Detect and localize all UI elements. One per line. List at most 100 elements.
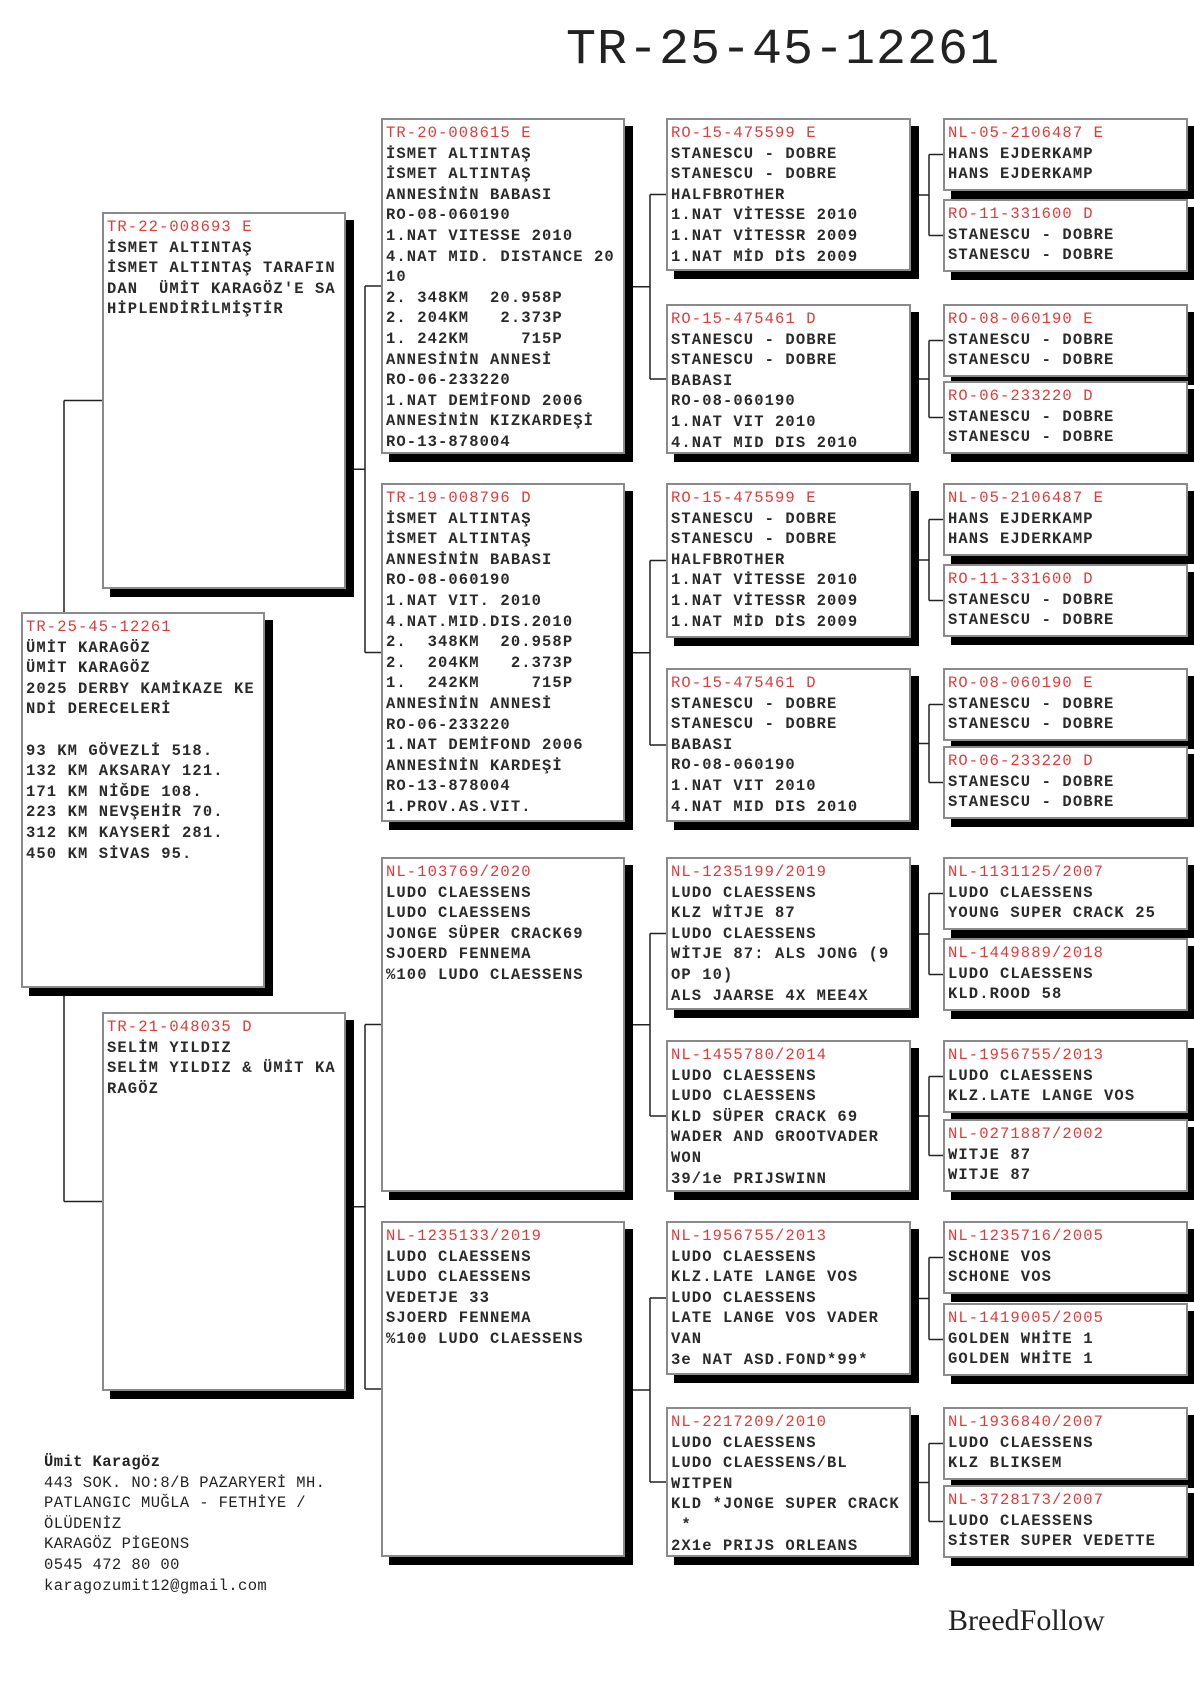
pigeon-info-line: LUDO CLAESSENS xyxy=(386,1247,532,1266)
owner-name: Ümit Karagöz xyxy=(44,1453,161,1471)
ring-number: NL-1956755/2013 xyxy=(671,1227,828,1245)
pigeon-info-line: BABASI xyxy=(671,735,734,754)
ring-number: TR-22-008693 E xyxy=(107,218,253,236)
pigeon-info-line: LUDO CLAESSENS xyxy=(948,883,1094,902)
ring-number: NL-1455780/2014 xyxy=(671,1046,828,1064)
pigeon-info-line: SJOERD FENNEMA xyxy=(386,945,532,964)
pigeon-info-line: 2. 348KM 20.958P xyxy=(386,633,574,652)
breedfollow-logo: BreedFollow xyxy=(948,1604,1105,1637)
pigeon-info-line: LUDO CLAESSENS/BL xyxy=(671,1454,848,1473)
pigeon-info-line: 2. 204KM 2.373P xyxy=(386,309,563,328)
pedigree-title: TR-25-45-12261 xyxy=(566,22,1001,79)
pigeon-info-line: SELİM YILDIZ xyxy=(107,1038,232,1057)
pigeon-info-line: JONGE SÜPER CRACK69 xyxy=(386,924,584,943)
pigeon-info-line: LUDO CLAESSENS xyxy=(671,1087,817,1106)
ring-number: NL-1235716/2005 xyxy=(948,1227,1105,1245)
pigeon-info-line: STANESCU - DOBRE xyxy=(671,530,838,549)
pigeon-info-line: RO-06-233220 xyxy=(386,371,511,390)
pigeon-info-line: STANESCU - DOBRE xyxy=(671,144,838,163)
pigeon-info-line: STANESCU - DOBRE xyxy=(671,351,838,370)
pigeon-info-line: LUDO CLAESSENS xyxy=(386,904,532,923)
pigeon-info-line: BABASI xyxy=(671,371,734,390)
owner-address-line: PATLANGIC MUĞLA - FETHİYE / xyxy=(44,1494,306,1513)
pigeon-info-line: SCHONE VOS xyxy=(948,1268,1053,1287)
ring-number: RO-15-475461 D xyxy=(671,310,817,328)
pigeon-info-line: %100 LUDO CLAESSENS xyxy=(386,1329,584,1348)
pigeon-info-line: 93 KM GÖVEZLİ 518. xyxy=(26,741,214,760)
pigeon-info-line: RO-06-233220 xyxy=(386,715,511,734)
ring-number: NL-1419005/2005 xyxy=(948,1309,1105,1327)
pigeon-info-line: YOUNG SUPER CRACK 25 xyxy=(948,904,1157,923)
pigeon-info-line: İSMET ALTINTAŞ xyxy=(386,530,532,549)
pigeon-info-line: 39/1e PRIJSWINN xyxy=(671,1169,828,1188)
ring-number: RO-11-331600 D xyxy=(948,570,1094,588)
pigeon-info-line: SELİM YILDIZ & ÜMİT KA xyxy=(107,1059,336,1078)
pigeon-info-line: 1.NAT VİTESSR 2009 xyxy=(671,591,859,610)
pigeon-info-line: SJOERD FENNEMA xyxy=(386,1309,532,1328)
pigeon-info-line: ANNESİNİN KIZKARDEŞİ xyxy=(386,412,595,431)
pigeon-info-line: OP 10) xyxy=(671,965,734,984)
pigeon-info-line: 1.PROV.AS.VIT. xyxy=(386,797,532,816)
pigeon-info-line: 312 KM KAYSERİ 281. xyxy=(26,823,224,842)
pigeon-info-line: HANS EJDERKAMP xyxy=(948,144,1094,163)
pigeon-info-line: RAGÖZ xyxy=(107,1079,160,1098)
pigeon-info-line: VAN xyxy=(671,1329,703,1348)
pigeon-info-line: WITJE 87 xyxy=(948,1166,1032,1185)
pigeon-info-line: 1.NAT VIT. 2010 xyxy=(386,591,543,610)
ring-number: NL-1449889/2018 xyxy=(948,944,1105,962)
pigeon-info-line: 4.NAT MID. DISTANCE 20 xyxy=(386,247,615,266)
pigeon-info-line: SİSTER SUPER VEDETTE xyxy=(948,1532,1157,1551)
pigeon-info-line: 3e NAT ASD.FOND*99* xyxy=(671,1350,869,1369)
ring-number: NL-103769/2020 xyxy=(386,863,532,881)
pigeon-info-line: WON xyxy=(671,1148,703,1167)
pigeon-info-line: RO-08-060190 xyxy=(671,756,796,775)
ring-number: NL-1235199/2019 xyxy=(671,863,828,881)
ring-number: RO-15-475599 E xyxy=(671,489,817,507)
pigeon-info-line: STANESCU - DOBRE xyxy=(671,694,838,713)
owner-email: karagozumit12@gmail.com xyxy=(44,1576,268,1595)
pigeon-info-line: STANESCU - DOBRE xyxy=(671,330,838,349)
pigeon-info-line: İSMET ALTINTAŞ TARAFIN xyxy=(107,259,336,278)
ring-number: RO-08-060190 E xyxy=(948,310,1094,328)
pigeon-info-line: LUDO CLAESSENS xyxy=(671,1433,817,1452)
pigeon-info-line: WITPEN xyxy=(671,1474,734,1493)
pigeon-info-line: LUDO CLAESSENS xyxy=(671,924,817,943)
ring-number: NL-1131125/2007 xyxy=(948,863,1105,881)
pigeon-info-line: LUDO CLAESSENS xyxy=(948,964,1094,983)
pigeon-info-line: STANESCU - DOBRE xyxy=(948,246,1115,265)
pigeon-info-line: VEDETJE 33 xyxy=(386,1288,491,1307)
pigeon-info-line: KLZ WİTJE 87 xyxy=(671,904,796,923)
pigeon-info-line: STANESCU - DOBRE xyxy=(948,793,1115,812)
pigeon-info-line: * xyxy=(671,1515,692,1534)
pigeon-info-line: SCHONE VOS xyxy=(948,1247,1053,1266)
pigeon-info-line: HALFBROTHER xyxy=(671,550,786,569)
ring-number: NL-1956755/2013 xyxy=(948,1046,1105,1064)
pigeon-info-line: RO-13-878004 xyxy=(386,432,511,451)
pigeon-info-line: 2025 DERBY KAMİKAZE KE xyxy=(26,679,255,698)
pigeon-info-line: 1.NAT VİTESSE 2010 xyxy=(671,571,859,590)
pigeon-info-line: STANESCU - DOBRE xyxy=(671,509,838,528)
pigeon-info-line: ANNESİNİN BABASI xyxy=(386,185,553,204)
pigeon-info-line: STANESCU - DOBRE xyxy=(671,165,838,184)
pigeon-info-line: 1. 242KM 715P xyxy=(386,329,563,348)
pigeon-info-line: 4.NAT.MID.DIS.2010 xyxy=(386,612,574,631)
pigeon-info-line: LUDO CLAESSENS xyxy=(671,1288,817,1307)
pigeon-info-line: 1.NAT MİD DİS 2009 xyxy=(671,612,859,631)
pigeon-info-line: 1.NAT VIT 2010 xyxy=(671,412,817,431)
ring-number: NL-05-2106487 E xyxy=(948,489,1105,507)
pigeon-info-line: 223 KM NEVŞEHİR 70. xyxy=(26,803,224,822)
pigeon-info-line: STANESCU - DOBRE xyxy=(948,330,1115,349)
pigeon-info-line: STANESCU - DOBRE xyxy=(948,351,1115,370)
ring-number: TR-25-45-12261 xyxy=(26,618,172,636)
pigeon-info-line: LATE LANGE VOS VADER xyxy=(671,1309,880,1328)
pigeon-info-line: LUDO CLAESSENS xyxy=(948,1066,1094,1085)
